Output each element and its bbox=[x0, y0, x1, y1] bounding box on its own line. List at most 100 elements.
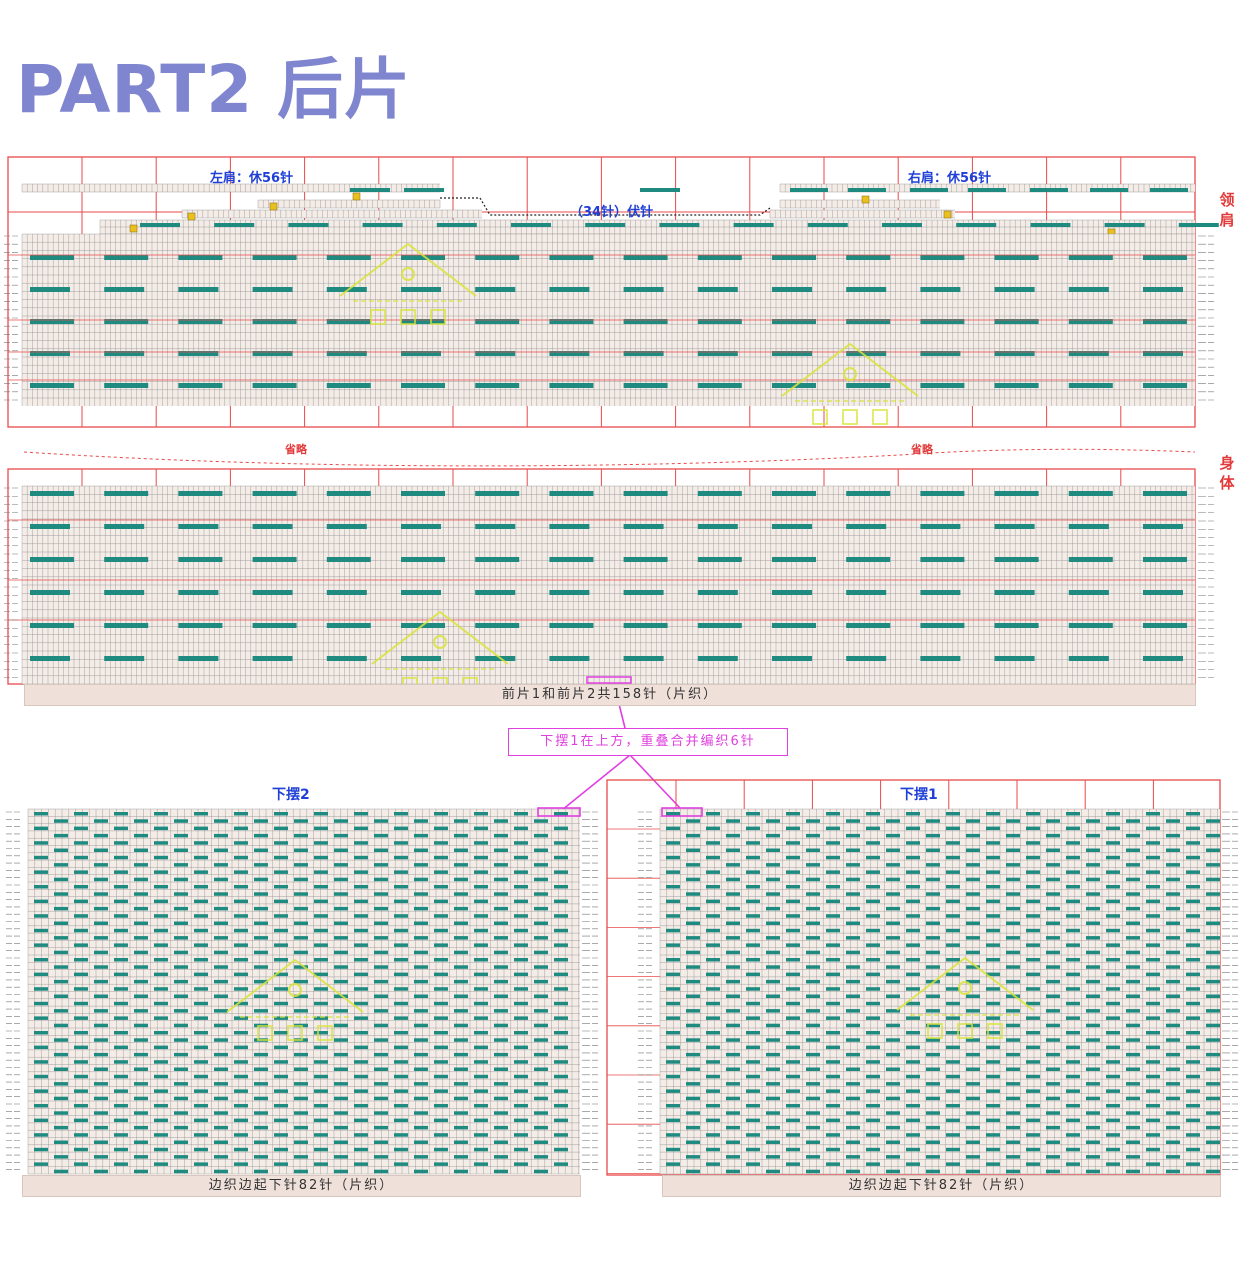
hem1-bar bbox=[1066, 1074, 1080, 1079]
hem2-bar bbox=[314, 958, 328, 962]
upper-body-bar bbox=[1068, 383, 1113, 388]
hem2-bar bbox=[314, 928, 328, 933]
hem2-bar bbox=[454, 1009, 468, 1013]
watermark-hem2-char bbox=[257, 1025, 273, 1041]
hem1-bar bbox=[1006, 1067, 1020, 1071]
hem1-bar bbox=[1126, 848, 1140, 852]
hem2-bar bbox=[294, 863, 308, 867]
hem1-bar bbox=[1206, 965, 1220, 969]
upper-body-bar bbox=[549, 383, 594, 388]
hem2-bar bbox=[394, 1001, 408, 1006]
hem1-bar bbox=[786, 1074, 800, 1079]
hem1-bar bbox=[1046, 877, 1060, 882]
hem2-bar bbox=[174, 848, 188, 852]
hem2-bar bbox=[554, 987, 568, 991]
shoulder-row4-bar bbox=[807, 223, 848, 227]
hem1-bar bbox=[706, 899, 720, 904]
hem1-bar bbox=[806, 892, 820, 896]
hem2-bar bbox=[234, 870, 248, 874]
lower-body-bar bbox=[326, 557, 371, 562]
hem2-bar bbox=[254, 1009, 268, 1013]
hem1-bar bbox=[706, 943, 720, 947]
hem1-bar bbox=[966, 1038, 980, 1042]
hem1-bar bbox=[1126, 950, 1140, 955]
hem1-bar bbox=[886, 1155, 900, 1159]
hem2-bar bbox=[314, 1001, 328, 1006]
upper-body-bar bbox=[30, 383, 74, 388]
hem1-bar bbox=[786, 1060, 800, 1064]
hem2-bar bbox=[514, 1089, 528, 1093]
hem2-bar bbox=[294, 1009, 308, 1013]
upper-body-bar bbox=[475, 287, 516, 292]
hem1-bar bbox=[1146, 1016, 1160, 1020]
hem1-bar bbox=[946, 1031, 960, 1035]
hem2-bar bbox=[474, 1045, 488, 1050]
hem2-bar bbox=[194, 885, 208, 889]
hem1-bar bbox=[706, 826, 720, 831]
bind-off-line bbox=[440, 197, 771, 216]
hem1-bar bbox=[1006, 1111, 1020, 1115]
hem2-bar bbox=[214, 1082, 228, 1086]
hem2-bar bbox=[434, 1147, 448, 1152]
upper-body-bar bbox=[549, 287, 590, 292]
omitted-label-left: 省略 bbox=[285, 443, 307, 456]
hem2-bar bbox=[134, 863, 148, 867]
hem2-bar bbox=[54, 994, 68, 998]
hem1-bar bbox=[786, 1118, 800, 1123]
hem1-bar bbox=[1066, 826, 1080, 831]
hem1-bar bbox=[886, 994, 900, 998]
hem1-bar bbox=[866, 1031, 880, 1035]
upper-body-bar bbox=[475, 351, 516, 356]
hem2-bar bbox=[74, 841, 88, 845]
hem2-bar bbox=[94, 1155, 108, 1159]
lower-body-grid-lines bbox=[21, 485, 1195, 685]
hem2-bar bbox=[414, 1023, 428, 1028]
hem1-bar bbox=[866, 885, 880, 889]
hem2-bar bbox=[214, 1096, 228, 1101]
hem2-bar bbox=[454, 936, 468, 940]
hem2-bar bbox=[194, 812, 208, 816]
hem1-bar bbox=[766, 1140, 780, 1144]
hem1-bar bbox=[706, 914, 720, 918]
hem1-bar bbox=[886, 892, 900, 896]
hem2-bar bbox=[74, 885, 88, 889]
hem1-bar bbox=[1026, 958, 1040, 962]
hem1-bar bbox=[1106, 1045, 1120, 1050]
hem2-bar bbox=[274, 1147, 288, 1152]
lower-body-bar bbox=[846, 623, 891, 628]
hem2-bar bbox=[174, 1125, 188, 1130]
hem2-bar bbox=[114, 855, 128, 860]
hem1-bar bbox=[1126, 1155, 1140, 1159]
hem1-bar bbox=[706, 1147, 720, 1152]
hem2-bar bbox=[474, 987, 488, 991]
hem1-bar bbox=[1046, 1038, 1060, 1042]
hem1-bar bbox=[946, 1016, 960, 1020]
hem1-bar bbox=[886, 1009, 900, 1013]
hem2-bar bbox=[234, 1016, 248, 1020]
hem2-bar bbox=[294, 979, 308, 984]
hem2-bar bbox=[494, 950, 508, 955]
hem1-bar bbox=[846, 1096, 860, 1101]
hem1-bar bbox=[1146, 1001, 1160, 1006]
hem2-bar bbox=[214, 994, 228, 998]
hem2-bar bbox=[114, 1104, 128, 1108]
hem1-bar bbox=[746, 1133, 760, 1137]
hem2-bar bbox=[474, 1001, 488, 1006]
hem1-bar bbox=[666, 826, 680, 831]
hem1-bar bbox=[966, 906, 980, 911]
hem2-bar bbox=[334, 936, 348, 940]
hem2-bar bbox=[314, 885, 328, 889]
hem2-bar bbox=[454, 950, 468, 955]
hem2-bar bbox=[294, 994, 308, 998]
hem1-bar bbox=[1066, 958, 1080, 962]
hem2-bar bbox=[394, 914, 408, 918]
hem1-bar bbox=[906, 943, 920, 947]
lower-body-bar bbox=[475, 524, 516, 529]
hem2-bar bbox=[74, 1118, 88, 1123]
hem2-bar bbox=[414, 1009, 428, 1013]
lower-body-bar bbox=[401, 524, 441, 529]
hem2-bar bbox=[274, 1060, 288, 1064]
hem1-bar bbox=[826, 1045, 840, 1050]
hem2-bar bbox=[214, 1038, 228, 1042]
hem1-bar bbox=[1146, 855, 1160, 860]
